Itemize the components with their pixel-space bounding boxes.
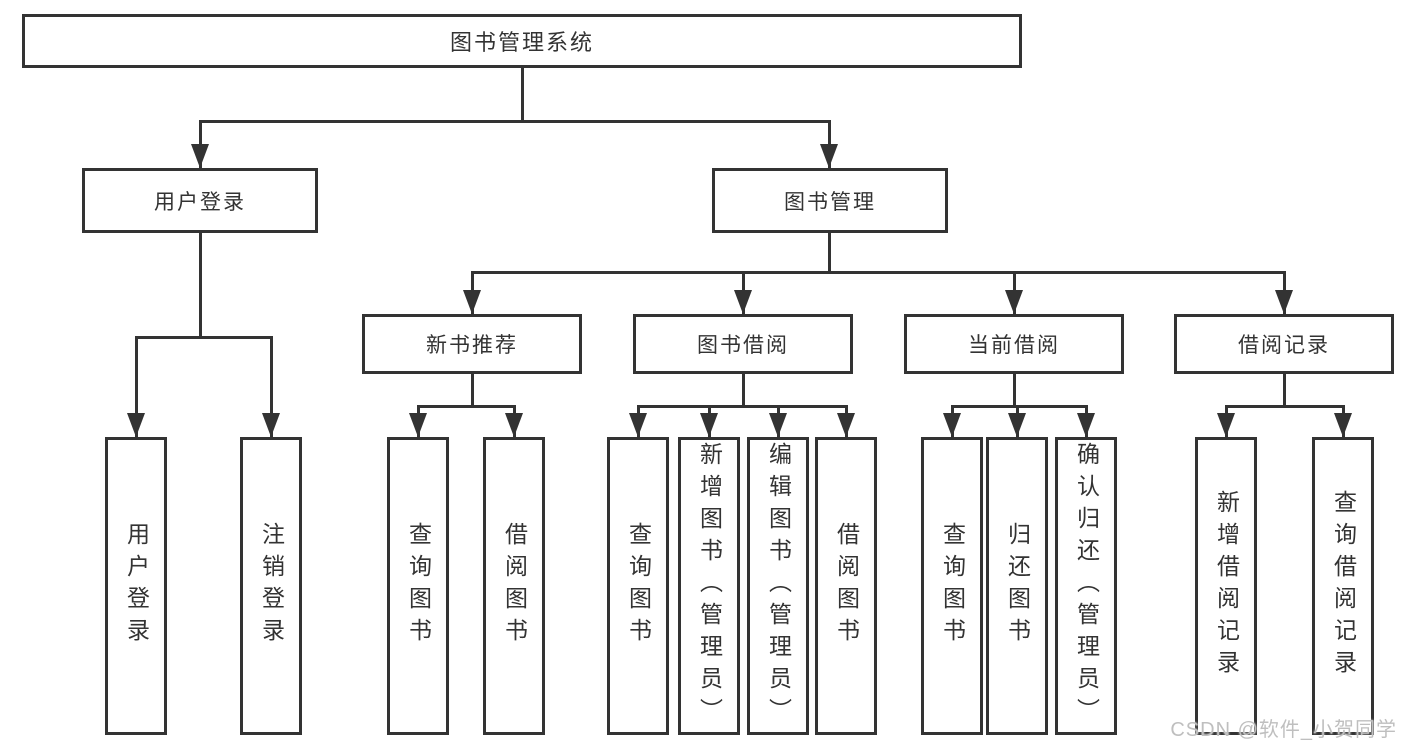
connector-borrow-record-stem [1283, 374, 1286, 405]
arrow-down-icon [734, 290, 752, 314]
connector-new-book-bar [417, 405, 516, 408]
arrow-down-icon [1217, 413, 1235, 437]
leaf-borrow-book-recommend: 借阅图书 [483, 437, 545, 735]
leaf-query-book-current: 查询图书 [921, 437, 983, 735]
leaf-query-book-borrow: 查询图书 [607, 437, 669, 735]
node-book-management: 图书管理 [712, 168, 948, 233]
arrow-down-icon [1275, 290, 1293, 314]
arrow-down-icon [262, 413, 280, 437]
connector-user-login-bar [135, 336, 273, 339]
arrow-down-icon [463, 290, 481, 314]
connector-book-borrow-bar [637, 405, 848, 408]
arrow-down-icon [1334, 413, 1352, 437]
csdn-watermark: CSDN @软件_小贺同学 [1170, 719, 1397, 741]
arrow-down-icon [1005, 290, 1023, 314]
leaf-logout: 注销登录 [240, 437, 302, 735]
leaf-add-borrow-record: 新增借阅记录 [1195, 437, 1257, 735]
arrow-down-icon [505, 413, 523, 437]
arrow-down-icon [1008, 413, 1026, 437]
arrow-down-icon [820, 144, 838, 168]
connector-user-login-stem [199, 233, 202, 336]
node-library-management-system: 图书管理系统 [22, 14, 1022, 68]
connector-current-borrow-stem [1013, 374, 1016, 405]
leaf-user-login: 用户登录 [105, 437, 167, 735]
leaf-add-book-admin: 新增图书（管理员） [678, 437, 740, 735]
arrow-down-icon [837, 413, 855, 437]
arrow-down-icon [127, 413, 145, 437]
connector-book-management-stem [828, 233, 831, 271]
connector-borrow-record-bar [1225, 405, 1345, 408]
arrow-down-icon [943, 413, 961, 437]
node-current-borrow: 当前借阅 [904, 314, 1124, 374]
connector-to-user-login-leaf [135, 336, 138, 437]
arrow-down-icon [629, 413, 647, 437]
arrow-down-icon [769, 413, 787, 437]
leaf-query-book-recommend: 查询图书 [387, 437, 449, 735]
node-book-borrow: 图书借阅 [633, 314, 853, 374]
arrow-down-icon [191, 144, 209, 168]
arrow-down-icon [1077, 413, 1095, 437]
leaf-return-book: 归还图书 [986, 437, 1048, 735]
arrow-down-icon [409, 413, 427, 437]
leaf-confirm-return-admin: 确认归还（管理员） [1055, 437, 1117, 735]
connector-book-borrow-stem [742, 374, 745, 405]
connector-new-book-stem [471, 374, 474, 405]
leaf-query-borrow-record: 查询借阅记录 [1312, 437, 1374, 735]
leaf-edit-book-admin: 编辑图书（管理员） [747, 437, 809, 735]
leaf-borrow-book: 借阅图书 [815, 437, 877, 735]
connector-root-stem [521, 68, 524, 120]
node-new-book-recommend: 新书推荐 [362, 314, 582, 374]
node-borrow-record: 借阅记录 [1174, 314, 1394, 374]
connector-level1-bar [199, 120, 831, 123]
node-user-login: 用户登录 [82, 168, 318, 233]
connector-current-borrow-bar [951, 405, 1088, 408]
arrow-down-icon [700, 413, 718, 437]
connector-level2-bar [471, 271, 1286, 274]
connector-to-logout-leaf [270, 336, 273, 437]
